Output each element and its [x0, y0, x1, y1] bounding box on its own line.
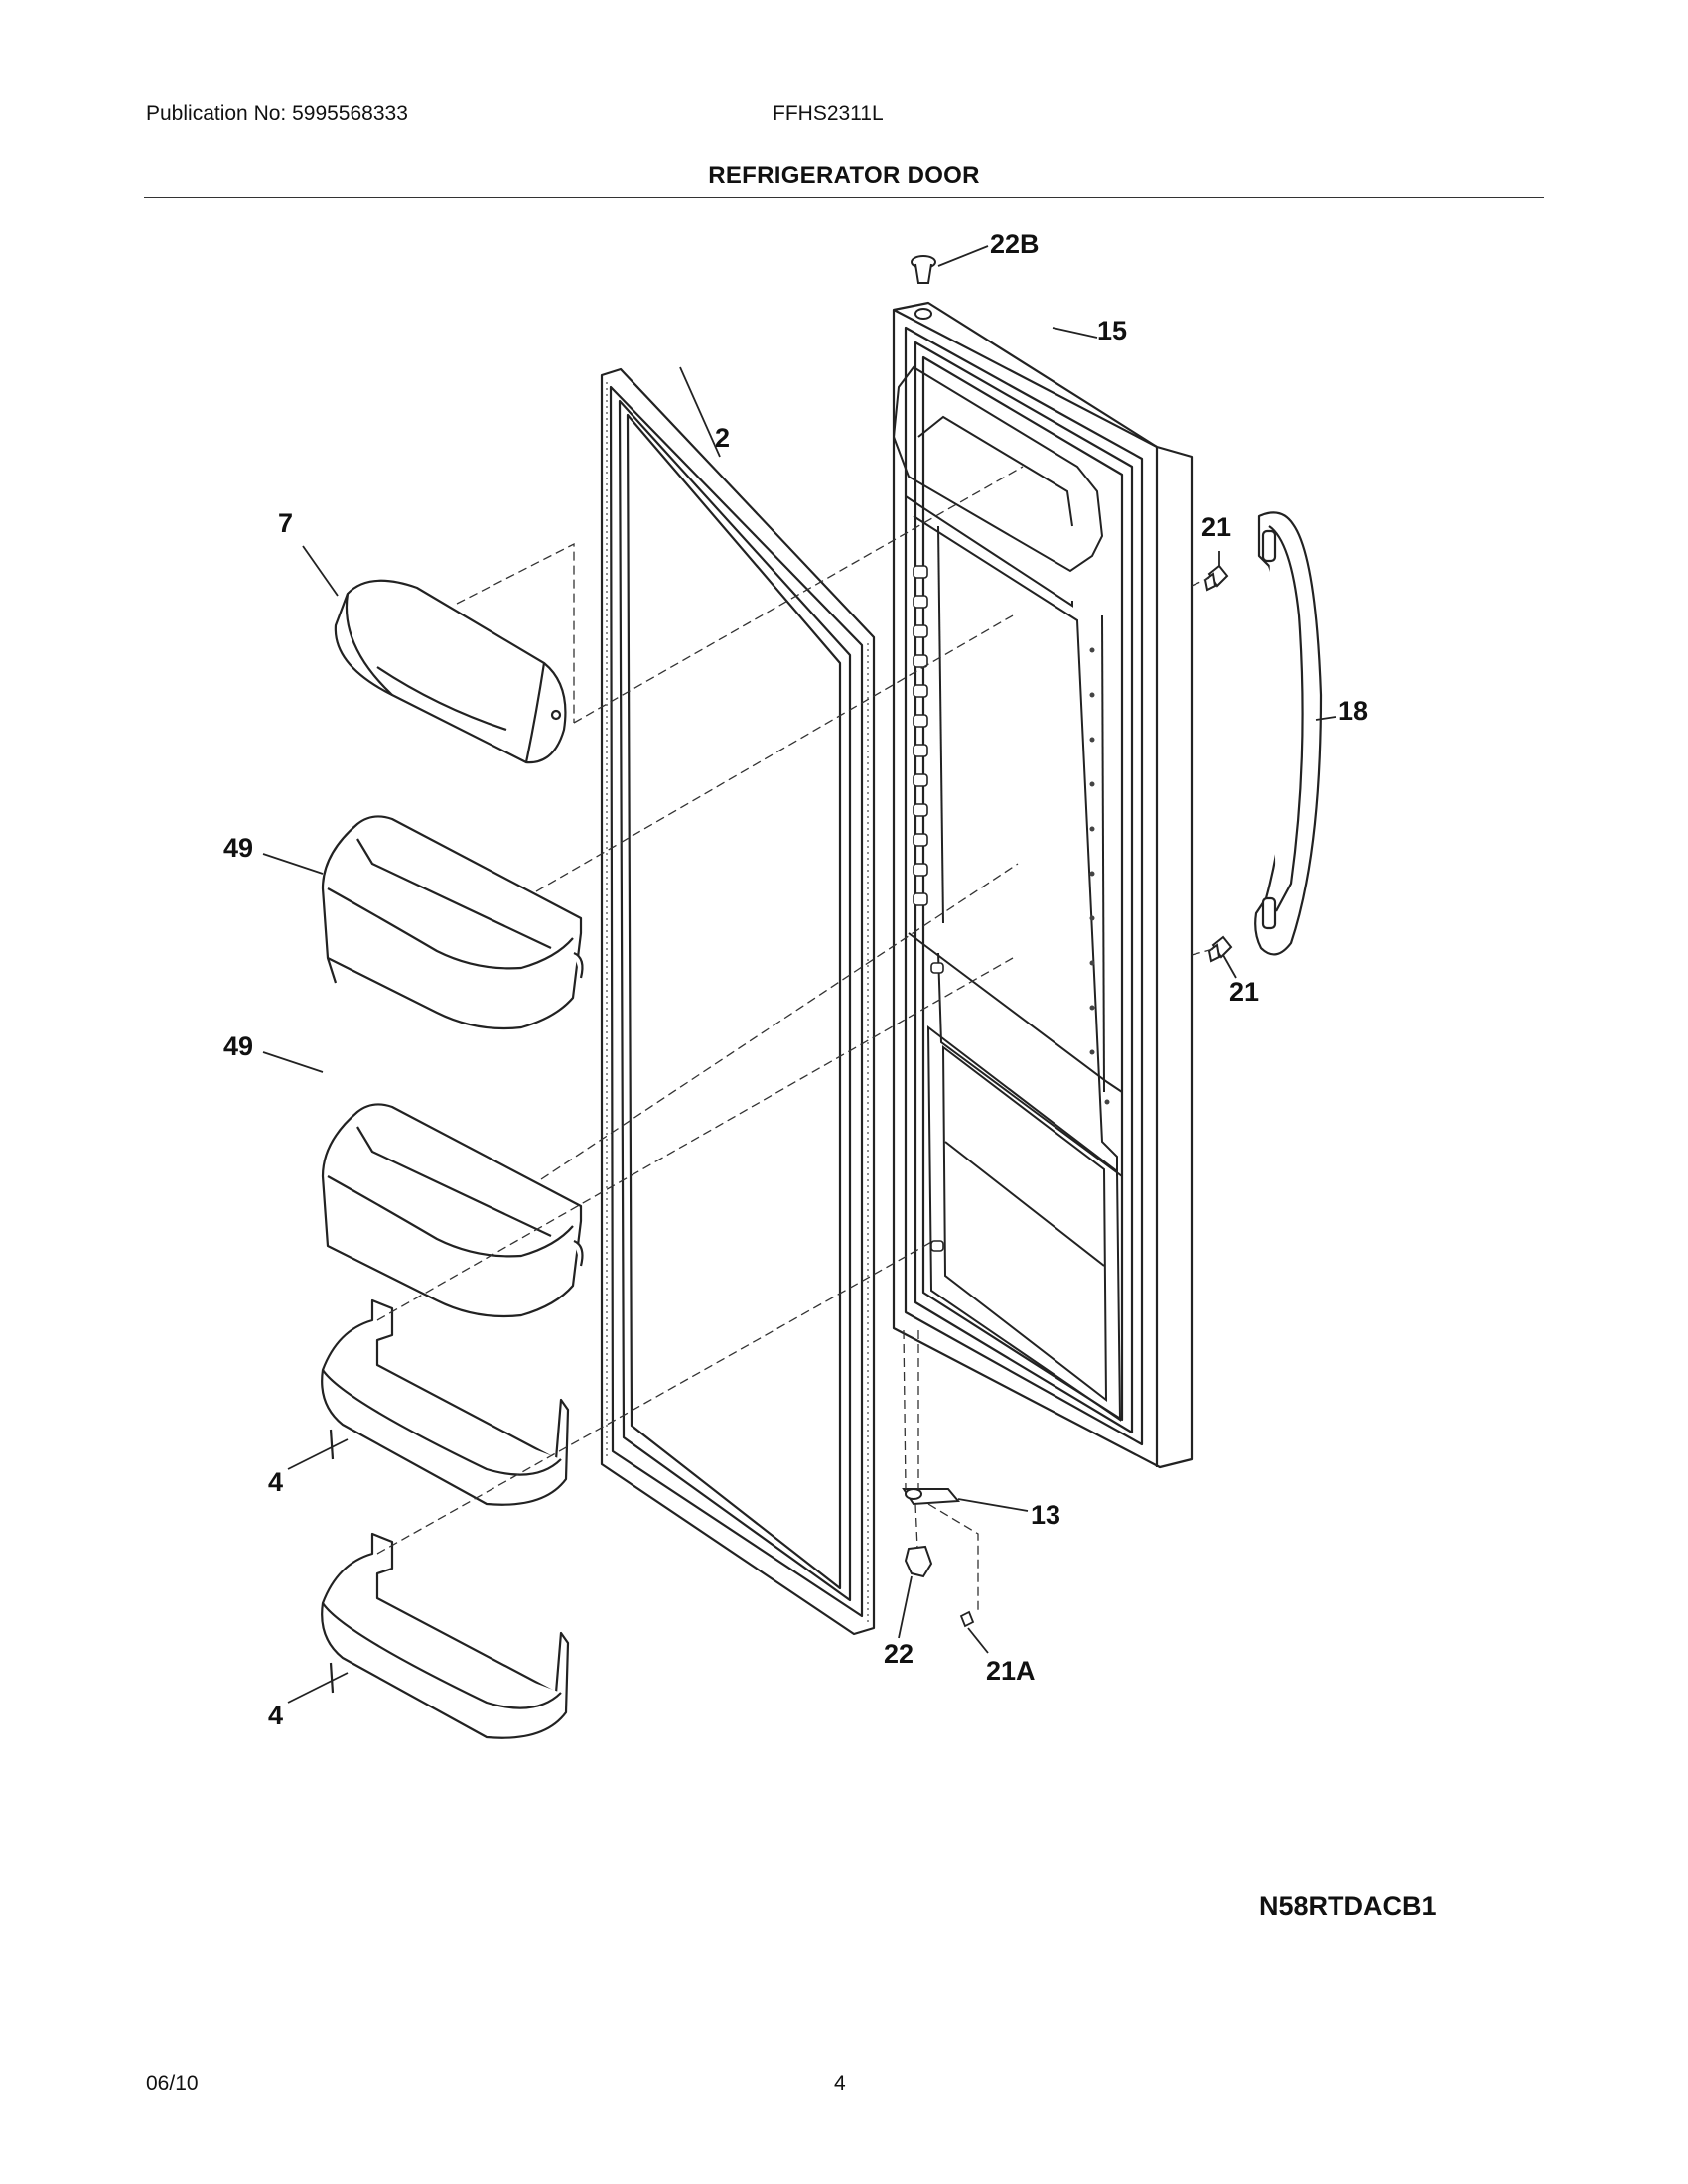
callout-22: 22: [884, 1639, 914, 1669]
handle-screw-top: [1203, 564, 1229, 592]
callout-2: 2: [715, 423, 730, 453]
right-boss-dots: [1089, 647, 1110, 1105]
door-bin-middle: [321, 1103, 584, 1318]
diagram-code: N58RTDACB1: [1259, 1891, 1437, 1921]
gasket-edge-dots: [606, 382, 869, 1623]
page-number: 4: [834, 2072, 846, 2095]
door-liner-lower: [926, 1024, 1122, 1422]
top-hinge-plug: [911, 255, 936, 320]
header-rule: [144, 197, 1544, 198]
callout-13: 13: [1031, 1500, 1060, 1530]
door-gasket: [600, 367, 876, 1636]
handle-screw-bottom: [1207, 935, 1233, 963]
hinge-screw-21a: [959, 1610, 975, 1628]
shelf-retainer-bosses: [913, 565, 944, 1252]
bottom-hinge-bushing: [904, 1545, 933, 1578]
alignment-lines: [376, 466, 1214, 1613]
publication-date: 06/10: [146, 2072, 199, 2095]
page-title: REFRIGERATOR DOOR: [708, 162, 980, 189]
door-bin-upper: [321, 815, 584, 1030]
callout-15: 15: [1097, 316, 1127, 345]
door-handle: [1254, 511, 1323, 956]
leader-lines: [262, 245, 1336, 1704]
door-shelf-lower: [321, 1532, 570, 1739]
model-number: FFHS2311L: [773, 102, 884, 125]
callout-49-middle: 49: [223, 1031, 253, 1061]
callout-7: 7: [278, 508, 293, 538]
publication-number: Publication No: 5995568333: [146, 102, 408, 125]
callout-21-top: 21: [1201, 512, 1231, 542]
door-shelf-upper: [321, 1298, 570, 1506]
callout-49-upper: 49: [223, 833, 253, 863]
bottom-hinge-bracket: [902, 1488, 961, 1506]
callout-21-bottom: 21: [1229, 977, 1259, 1007]
callout-21a: 21A: [986, 1656, 1036, 1686]
callout-18: 18: [1338, 696, 1368, 726]
callout-4-lower: 4: [268, 1701, 283, 1730]
dairy-bin: [334, 579, 567, 764]
callout-4-upper: 4: [268, 1467, 283, 1497]
callout-22b: 22B: [990, 229, 1040, 259]
door-liner-upper: [892, 365, 1123, 1177]
